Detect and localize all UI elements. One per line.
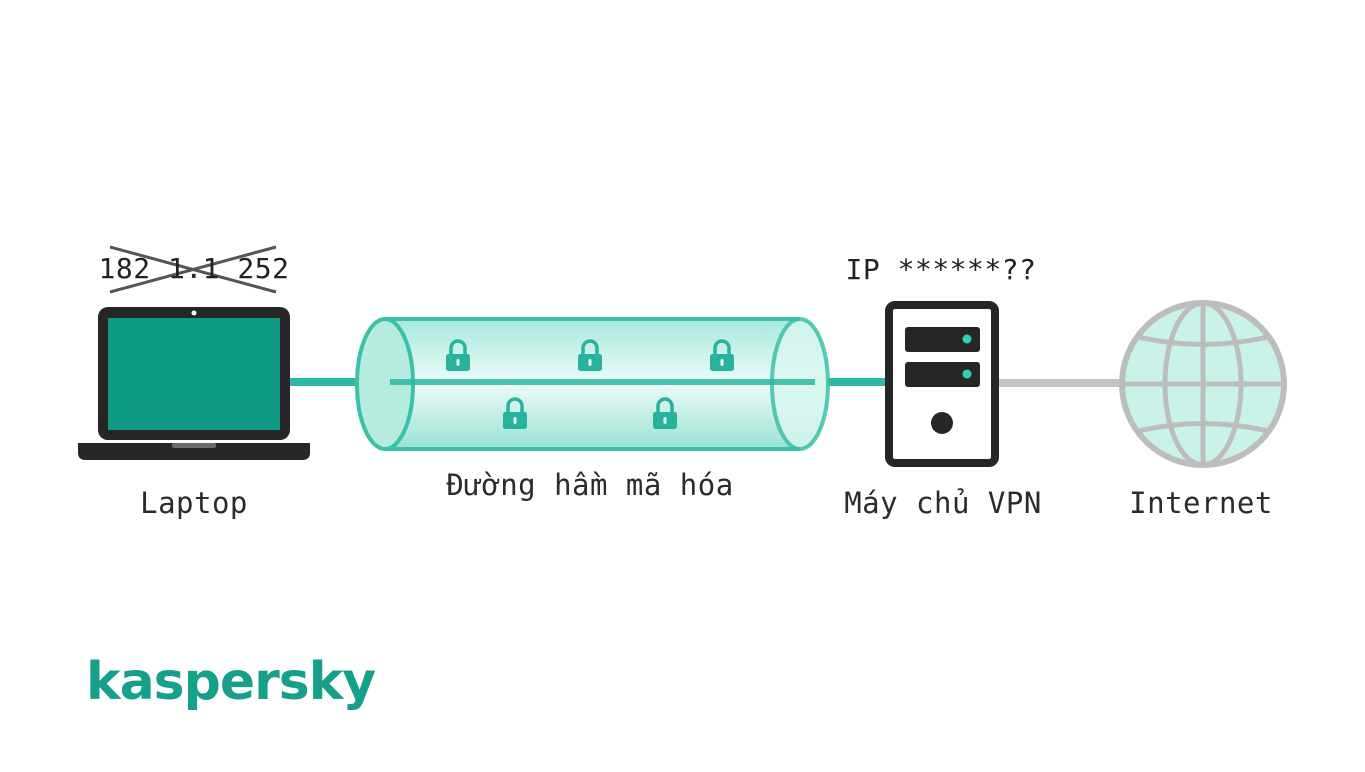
laptop-label: Laptop [140, 486, 248, 520]
tunnel-label: Đường hầm mã hóa [446, 468, 734, 502]
vpn-server-label: Máy chủ VPN [844, 486, 1042, 520]
lock-icon [653, 397, 677, 429]
tunnel-icon [355, 317, 830, 451]
lock-icon [503, 397, 527, 429]
original-ip-label: 182 1.1 252 [98, 252, 290, 285]
kaspersky-logo: kaspersky [86, 652, 376, 712]
internet-label: Internet [1129, 486, 1273, 520]
lock-icon [710, 339, 734, 371]
laptop-icon [78, 307, 310, 460]
masked-ip-label: IP ******?? [845, 253, 1037, 286]
lock-icon [446, 339, 470, 371]
server-icon [885, 301, 999, 467]
tunnel-locks [446, 339, 734, 429]
globe-icon [1119, 300, 1287, 468]
ip-cross-mark [109, 245, 277, 294]
lock-icon [578, 339, 602, 371]
